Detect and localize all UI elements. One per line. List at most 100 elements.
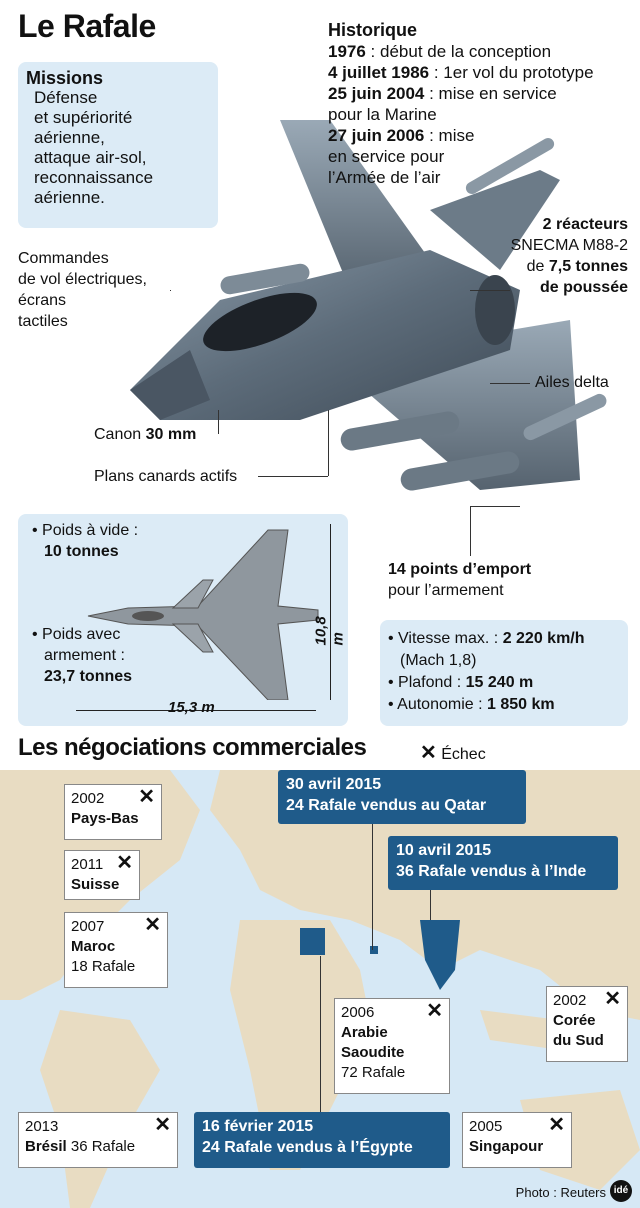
sale-box-qatar: 30 avril 2015 24 Rafale vendus au Qatar [278, 770, 526, 824]
missions-line: et supériorité [34, 108, 133, 127]
callout-emport: 14 points d’emport pour l’armement [388, 559, 531, 601]
failure-country: Corée [553, 1012, 596, 1029]
failure-country: Arabie [341, 1024, 388, 1041]
performance-list: • Vitesse max. : 2 220 km/h (Mach 1,8) •… [388, 628, 585, 716]
callout-line: de 7,5 tonnes [526, 258, 628, 275]
callout-line: 2 réacteurs [542, 216, 628, 233]
failure-country: Maroc [71, 938, 116, 955]
missions-heading: Missions [26, 68, 104, 88]
sale-box-egypte: 16 février 2015 24 Rafale vendus à l’Égy… [194, 1112, 450, 1168]
callout-ailes: Ailes delta [535, 374, 609, 391]
failure-country: Singapour [469, 1138, 544, 1155]
callout-reacteurs: 2 réacteurs SNECMA M88-2 de 7,5 tonnes d… [511, 214, 628, 298]
cross-icon: ✕ [420, 742, 437, 764]
leader-line [490, 383, 530, 384]
rafale-silhouette [87, 529, 319, 700]
callout-line: SNECMA M88-2 [510, 237, 628, 254]
sale-date: 16 février 2015 [202, 1118, 314, 1135]
sale-text: 24 Rafale vendus au Qatar [286, 797, 487, 814]
callout-line: écrans [18, 292, 67, 309]
missions-line: aérienne, [34, 128, 105, 147]
sale-text: 36 Rafale vendus à l’Inde [396, 863, 587, 880]
callout-line: Commandes [18, 250, 109, 267]
cross-icon: ✕ [116, 852, 133, 874]
cross-icon: ✕ [138, 786, 155, 808]
failure-detail: 36 Rafale [66, 1138, 136, 1155]
event-text: : mise en service [424, 84, 557, 103]
missions-line: reconnaissance [34, 168, 154, 187]
failure-box-maroc: 2007 Maroc 18 Rafale ✕ [64, 912, 168, 988]
failure-box-bresil: 2013 Brésil 36 Rafale ✕ [18, 1112, 178, 1168]
leader-line [372, 824, 373, 950]
history-event-cont: en service pour [328, 147, 445, 166]
missions-line: Défense [34, 88, 98, 107]
sale-date: 10 avril 2015 [396, 842, 492, 859]
failure-detail: 18 Rafale [71, 958, 136, 975]
failure-detail: 72 Rafale [341, 1064, 406, 1081]
negotiations-heading: Les négociations commerciales [18, 734, 367, 761]
leader-line [470, 506, 471, 556]
history-event: 4 juillet 1986 : 1er vol du prototype [328, 62, 628, 83]
cross-icon: ✕ [426, 1000, 443, 1022]
page-title: Le Rafale [18, 8, 156, 44]
history-event-cont: l’Armée de l’air [328, 168, 441, 187]
callout-line: 14 points d’emport [388, 561, 532, 578]
failure-year: 2007 [71, 918, 105, 935]
length-label: 15,3 m [168, 699, 215, 716]
historique-heading: Historique [328, 20, 418, 40]
callout-line: de vol électriques, [18, 271, 147, 288]
leader-line [328, 410, 329, 476]
failure-box-arabie-saoudite: 2006 Arabie Saoudite 72 Rafale ✕ [334, 998, 450, 1094]
missions-line: attaque air-sol, [34, 148, 147, 167]
history-event: 25 juin 2004 : mise en service [328, 83, 628, 104]
event-date: 1976 [328, 42, 366, 61]
failure-country: Saoudite [341, 1044, 405, 1061]
callout-plans: Plans canards actifs [94, 468, 238, 485]
history-event-cont: pour la Marine [328, 105, 437, 124]
perf-vitesse: • Vitesse max. : 2 220 km/h [388, 630, 585, 647]
failure-country: du Sud [553, 1032, 604, 1049]
weights-box: • Poids à vide : 10 tonnes • Poids avec … [18, 514, 348, 726]
failure-year: 2006 [341, 1004, 375, 1021]
legend-echec: ✕ Échec [420, 742, 486, 764]
perf-plafond: • Plafond : 15 240 m [388, 674, 534, 691]
callout-line: pour l’armement [388, 582, 504, 599]
failure-box-singapour: 2005 Singapour ✕ [462, 1112, 572, 1168]
failure-country: Suisse [71, 876, 120, 893]
world-map: 2002 Pays-Bas ✕ 2011 Suisse ✕ 2007 Maroc… [0, 770, 640, 1208]
rafale-jet-photo [130, 120, 607, 491]
event-text: : mise [424, 126, 475, 145]
cross-icon: ✕ [144, 914, 161, 936]
failure-year: 2005 [469, 1118, 503, 1135]
failure-year: 2011 [71, 856, 104, 873]
cross-icon: ✕ [548, 1114, 565, 1136]
failure-box-coree-du-sud: 2002 Corée du Sud ✕ [546, 986, 628, 1062]
event-date: 27 juin 2006 [328, 126, 425, 145]
perf-autonomie: • Autonomie : 1 850 km [388, 696, 555, 713]
failure-year: 2013 [25, 1118, 59, 1135]
missions-line: aérienne. [34, 188, 105, 207]
height-label: 10,8 m [312, 616, 347, 646]
event-date: 25 juin 2004 [328, 84, 425, 103]
callout-commandes: Commandes de vol électriques, écrans tac… [18, 248, 147, 332]
leader-line [470, 506, 520, 507]
cross-icon: ✕ [154, 1114, 171, 1136]
perf-mach: (Mach 1,8) [400, 652, 477, 669]
photo-credit: Photo : Reuters [515, 1185, 606, 1200]
history-event: 27 juin 2006 : mise [328, 125, 628, 146]
weight-vide: • Poids à vide : 10 tonnes [32, 522, 139, 560]
sale-text: 24 Rafale vendus à l’Égypte [202, 1139, 413, 1156]
failure-country: Pays-Bas [71, 810, 139, 827]
leader-line [470, 290, 510, 291]
cross-icon: ✕ [604, 988, 621, 1010]
failure-year: 2002 [553, 992, 587, 1009]
failure-box-pays-bas: 2002 Pays-Bas ✕ [64, 784, 162, 840]
event-text: : début de la conception [365, 42, 552, 61]
event-text: : 1er vol du prototype [429, 63, 594, 82]
leader-line [258, 476, 328, 477]
callout-canon: Canon 30 mm [94, 426, 197, 443]
callout-line: de poussée [539, 279, 628, 296]
failure-box-suisse: 2011 Suisse ✕ [64, 850, 140, 900]
leader-line [430, 890, 431, 920]
failure-country: Brésil [25, 1138, 67, 1155]
